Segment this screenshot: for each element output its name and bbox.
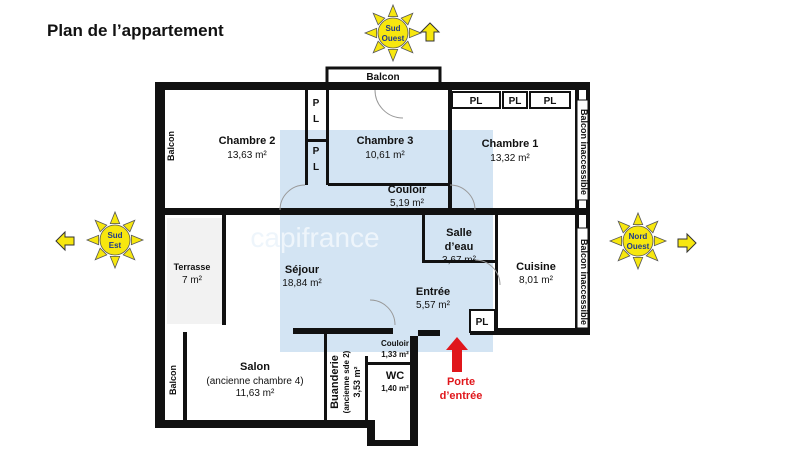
- entree-area: 5,57 m²: [416, 300, 451, 311]
- wc-area: 1,40 m²: [381, 384, 409, 393]
- sun-ray: [363, 27, 378, 39]
- chambre1-area: 13,32 m²: [490, 153, 530, 164]
- pl-p-label: P: [313, 146, 320, 157]
- balcon-inaccessible-top-label: Balcon inaccessible: [579, 109, 589, 195]
- sejour-area: 18,84 m²: [282, 278, 322, 289]
- chambre3-area: 10,61 m²: [365, 150, 405, 161]
- chambre3-label: Chambre 3: [357, 135, 414, 147]
- sun-ray: [617, 248, 631, 262]
- sun-ray: [387, 48, 399, 63]
- couloir-area: 5,19 m²: [390, 198, 425, 209]
- placard-box: [502, 91, 528, 109]
- salon-area: 11,63 m²: [236, 388, 275, 399]
- sun-ray: [372, 40, 386, 54]
- sejour-label: Séjour: [285, 264, 320, 276]
- cuisine-label: Cuisine: [516, 261, 556, 273]
- entrance-label-2: d’entrée: [440, 390, 483, 402]
- couloir2-area: 1,33 m²: [381, 350, 409, 359]
- sun-ray: [94, 247, 108, 261]
- sun-label: Sud: [107, 231, 122, 240]
- chambre2-label: Chambre 2: [219, 135, 276, 147]
- balcon-left-bottom: [165, 340, 183, 420]
- balcon-inaccessible-top: [576, 99, 589, 201]
- sun-ray: [645, 248, 659, 262]
- sun-disc: [99, 224, 131, 256]
- buanderie-label: Buanderie: [329, 355, 341, 409]
- sun-ray: [387, 3, 399, 18]
- balcon-left-bottom-label: Balcon: [168, 365, 178, 395]
- door-arcs: [279, 89, 501, 326]
- chambre2-area: 13,63 m²: [227, 150, 267, 161]
- buanderie-area: 3,53 m²: [352, 366, 362, 397]
- placard-box: [529, 91, 571, 109]
- sun-label: Est: [109, 241, 122, 250]
- terrasse-area: [167, 218, 222, 324]
- sun-disc: [377, 17, 409, 49]
- sun-ray: [122, 219, 136, 233]
- sun-ray: [109, 255, 121, 270]
- balcon-inaccessible-bottom-label: Balcon inaccessible: [579, 239, 589, 325]
- balcon-top-label: Balcon: [366, 72, 399, 83]
- sun-ray: [400, 40, 414, 54]
- sun-ray: [109, 210, 121, 225]
- arrow-left-icon: [55, 230, 75, 252]
- pl-label: PL: [476, 317, 489, 328]
- sun-ray: [632, 256, 644, 271]
- wc-label: WC: [386, 370, 404, 382]
- watermark-background: [280, 130, 493, 352]
- arrow-up-icon: [419, 22, 441, 42]
- pl-label: PL: [470, 96, 483, 107]
- sun-ray: [653, 235, 668, 247]
- buanderie-sub: (ancienne sde 2): [342, 350, 351, 413]
- entrance-arrow-icon: [446, 337, 468, 372]
- walls: [155, 82, 590, 446]
- sun-label: Ouest: [382, 34, 405, 43]
- pl-label: PL: [509, 96, 522, 107]
- sun-label: Nord: [629, 232, 648, 241]
- sun-ray: [94, 219, 108, 233]
- placard-box: [451, 91, 501, 109]
- pl-p-label: P: [313, 98, 320, 109]
- sun-ray: [617, 220, 631, 234]
- sun-label: Sud: [385, 24, 400, 33]
- sun-ray: [122, 247, 136, 261]
- sun-ray: [372, 12, 386, 26]
- salon-sub: (ancienne chambre 4): [206, 376, 303, 387]
- salle-eau-label: Salle: [446, 227, 472, 239]
- couloir2-label: Couloir: [381, 339, 409, 348]
- sun-ray: [632, 211, 644, 226]
- entrance-label: Porte: [447, 376, 475, 388]
- pl-l-label: L: [313, 162, 319, 173]
- balcon-inaccessible-bottom: [576, 227, 589, 329]
- sun-ray: [85, 234, 100, 246]
- sun-disc: [622, 225, 654, 257]
- pl-l-label: L: [313, 114, 319, 125]
- watermark-text: capifrance: [250, 222, 379, 253]
- pl-label: PL: [544, 96, 557, 107]
- salon-label: Salon: [240, 361, 270, 373]
- salle-eau-label-2: d’eau: [445, 241, 474, 253]
- sun-label: Ouest: [627, 242, 650, 251]
- page-title: Plan de l’appartement: [47, 21, 224, 40]
- terrasse-area: 7 m²: [182, 275, 203, 286]
- sun-ray: [130, 234, 145, 246]
- sun-ray: [645, 220, 659, 234]
- sun-ray: [400, 12, 414, 26]
- couloir-label: Couloir: [388, 184, 427, 196]
- sun-ray: [408, 27, 423, 39]
- cuisine-area: 8,01 m²: [519, 275, 554, 286]
- entree-label: Entrée: [416, 286, 450, 298]
- terrasse-label: Terrasse: [174, 262, 211, 272]
- arrow-right-icon: [677, 232, 697, 254]
- sun-ray: [608, 235, 623, 247]
- placard-box: [469, 309, 496, 333]
- salle-eau-area: 3,67 m²: [442, 255, 477, 266]
- balcon-left-top-label: Balcon: [166, 131, 176, 161]
- chambre1-label: Chambre 1: [482, 138, 539, 150]
